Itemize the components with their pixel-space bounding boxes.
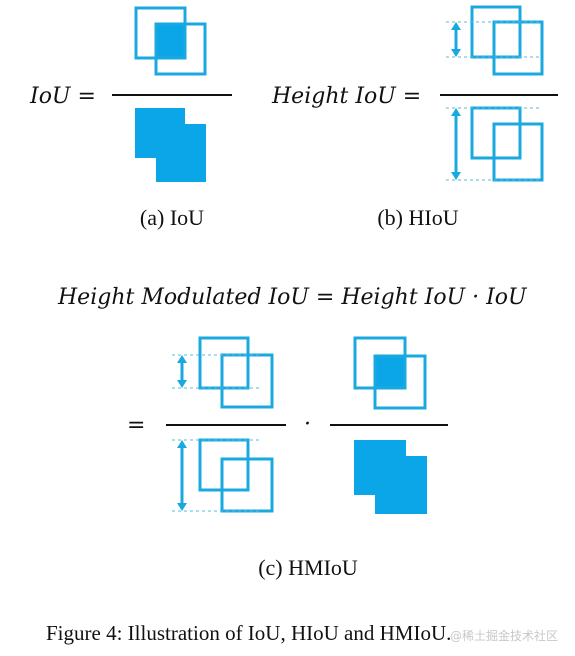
hmiou-hiou-denominator [172, 438, 274, 513]
panel-c: Height Modulated IoU = Height IoU · IoU … [57, 285, 528, 580]
hmiou-iou-denominator [354, 440, 427, 514]
sub-caption-a: (a) IoU [140, 205, 204, 230]
hiou-numerator-diagram [446, 5, 544, 76]
hmiou-iou-numerator [353, 336, 427, 410]
iou-union-diagram [135, 108, 206, 182]
union-fill-2 [156, 124, 206, 182]
panel-b: Height IoU = (b) HIoU [271, 5, 558, 230]
iou-equation-label: IoU = [29, 84, 96, 109]
hiou-denominator-diagram [446, 106, 544, 182]
equals-sign: = [127, 413, 145, 438]
intersection-fill [156, 24, 185, 58]
sub-caption-c: (c) HMIoU [258, 555, 358, 580]
box-2 [154, 22, 207, 76]
watermark: @稀土掘金技术社区 [450, 628, 558, 643]
iou-intersection-diagram [134, 6, 207, 76]
sub-caption-b: (b) HIoU [377, 205, 458, 230]
box-1 [134, 6, 187, 60]
figure-caption: Figure 4: Illustration of IoU, HIoU and … [46, 621, 451, 645]
hmiou-hiou-numerator [172, 336, 274, 409]
hmiou-formula: Height Modulated IoU = Height IoU · IoU [57, 285, 528, 310]
panel-a: IoU = (a) IoU [29, 6, 232, 230]
hiou-equation-label: Height IoU = [271, 84, 421, 109]
dot-operator: · [304, 412, 311, 437]
